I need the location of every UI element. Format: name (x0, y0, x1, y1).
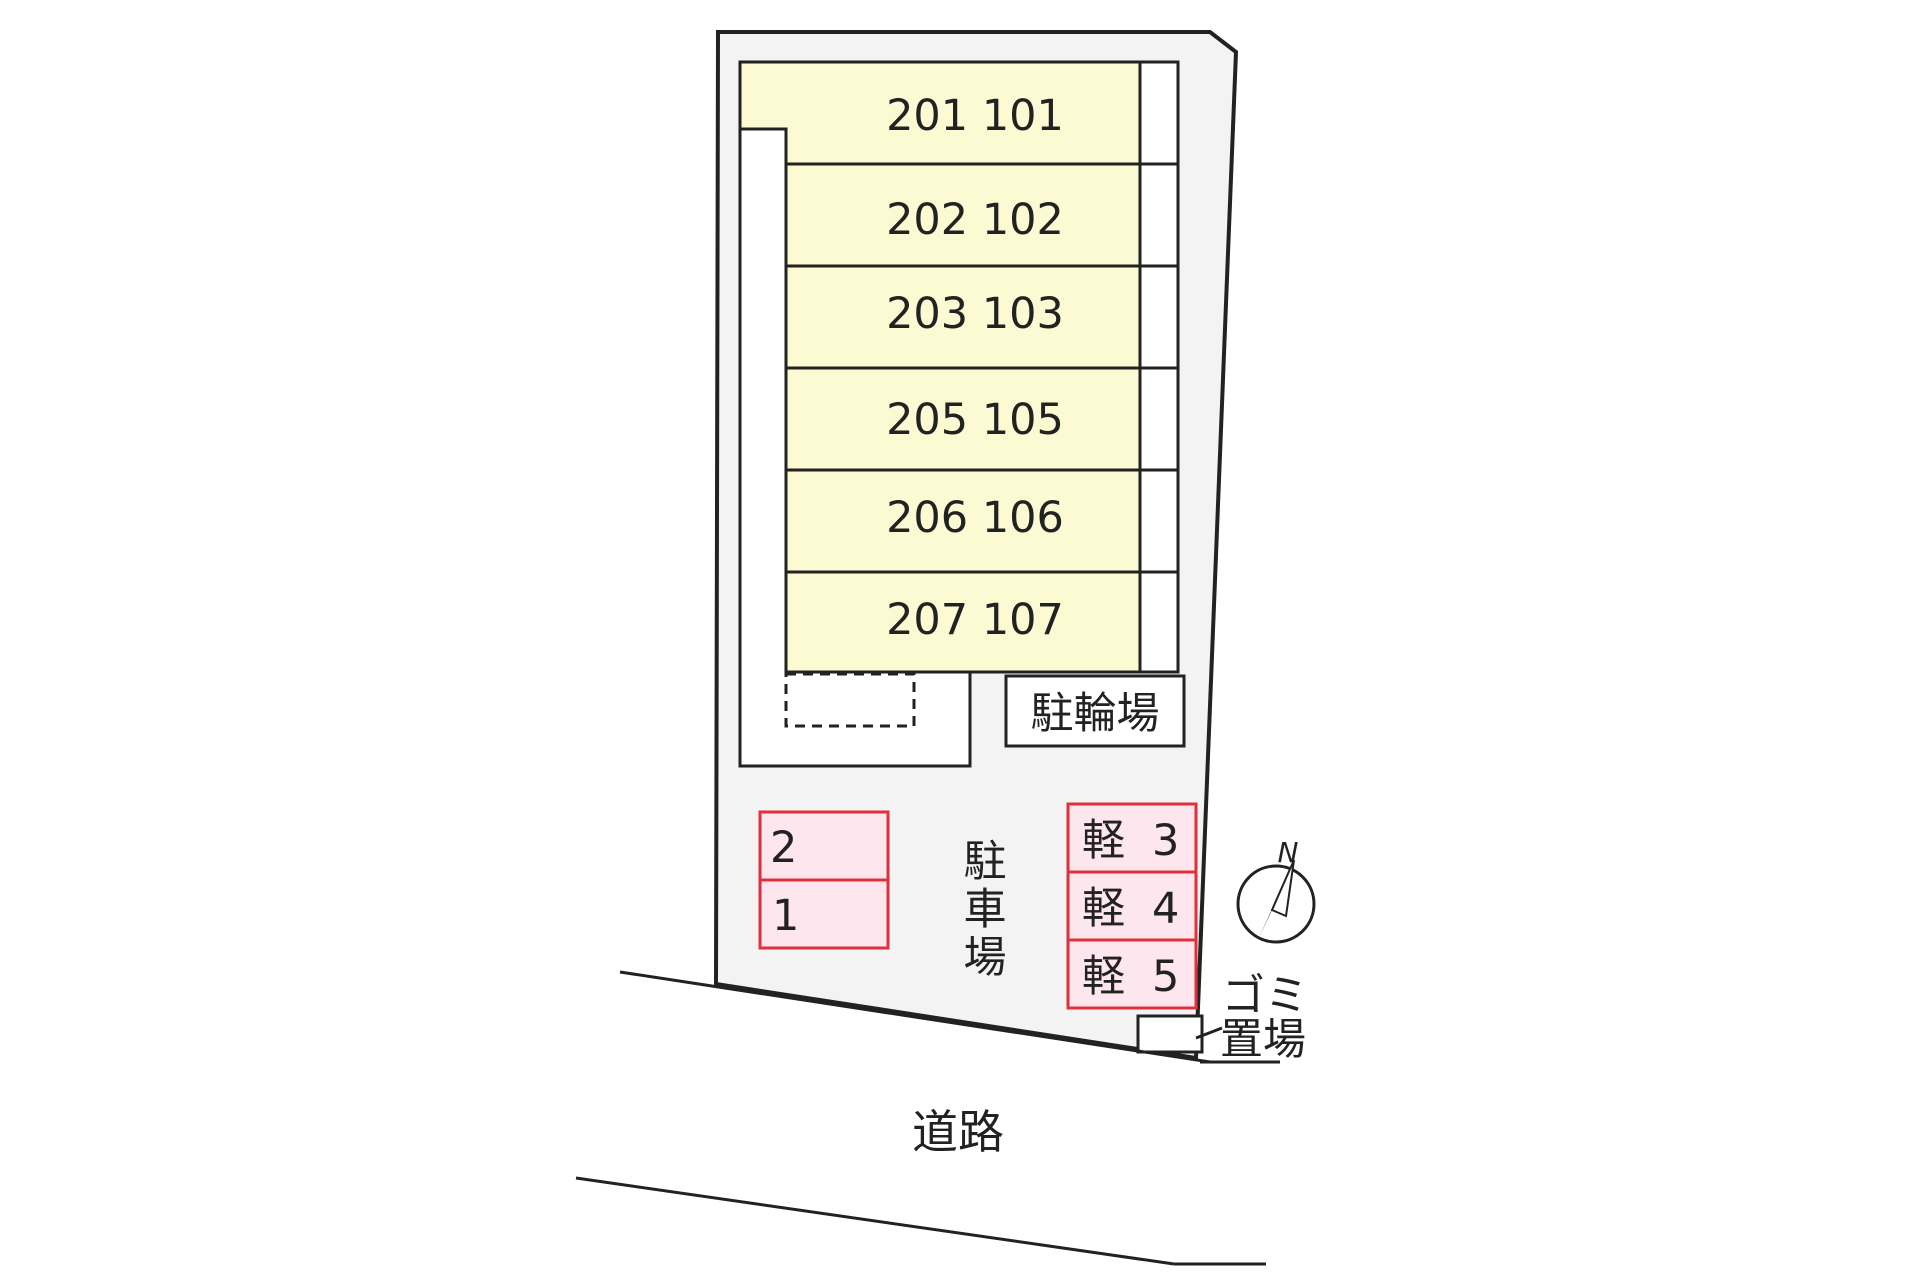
parking-label-char: 車 (964, 885, 1007, 935)
kei-prefix: 軽 (1082, 816, 1125, 866)
bicycle-parking-label: 駐輪場 (1031, 689, 1160, 739)
kei-parking-spaces: 軽 3 軽 4 軽 5 (1066, 802, 1198, 1010)
compass-needle-light (1270, 859, 1295, 918)
kei-space (1066, 802, 1198, 874)
north-compass: N (1236, 836, 1316, 944)
parking-space (758, 810, 890, 882)
apartment-building: 201 101 202 102 203 103 205 105 206 106 … (738, 60, 1180, 768)
unit-label: 201 101 (886, 91, 1064, 141)
dashed-area (784, 672, 916, 728)
kei-prefix: 軽 (1082, 952, 1125, 1002)
road-lower-edge (575, 1176, 1175, 1266)
unit-lower-number: 101 (982, 91, 1064, 141)
unit-upper-number: 205 (886, 395, 968, 445)
unit-lower-number: 107 (982, 595, 1064, 645)
kei-number: 5 (1152, 952, 1179, 1002)
unit-label: 207 107 (886, 595, 1064, 645)
unit-label: 205 105 (886, 395, 1064, 445)
unit-label: 206 106 (886, 493, 1064, 543)
parking-label-char: 場 (964, 933, 1007, 983)
bicycle-parking-box (1004, 674, 1186, 748)
parking-space (758, 878, 890, 950)
garbage-area-label-line2: 置場 (1220, 1015, 1306, 1065)
unit-lower-number: 106 (982, 493, 1064, 543)
unit-upper-number: 201 (886, 91, 968, 141)
parking-label-char: 駐 (964, 837, 1007, 887)
unit-lower-number: 102 (982, 195, 1064, 245)
kei-space (1066, 938, 1198, 1010)
garbage-leader-line (1195, 1026, 1223, 1040)
garbage-area-box (1136, 1014, 1204, 1054)
kei-space (1066, 870, 1198, 942)
unit-label: 202 102 (886, 195, 1064, 245)
unit-lower-number: 103 (982, 289, 1064, 339)
unit-upper-number: 206 (886, 493, 968, 543)
unit-label: 203 103 (886, 289, 1064, 339)
unit-lower-number: 105 (982, 395, 1064, 445)
garbage-area-label-line1: ゴミ (1222, 971, 1308, 1021)
parking-space-number: 2 (770, 823, 797, 873)
unit-upper-number: 202 (886, 195, 968, 245)
parking-space-number: 1 (772, 891, 799, 941)
kei-number: 4 (1152, 884, 1179, 934)
unit-upper-number: 203 (886, 289, 968, 339)
unit-upper-number: 207 (886, 595, 968, 645)
kei-prefix: 軽 (1082, 884, 1125, 934)
parking-label: 駐 車 場 (964, 837, 1007, 983)
road-label: 道路 (912, 1105, 1004, 1159)
road-upper-edge (619, 970, 1211, 1064)
regular-parking-spaces: 2 1 (758, 810, 890, 950)
compass-north-label: N (1278, 836, 1299, 869)
kei-number: 3 (1152, 816, 1179, 866)
